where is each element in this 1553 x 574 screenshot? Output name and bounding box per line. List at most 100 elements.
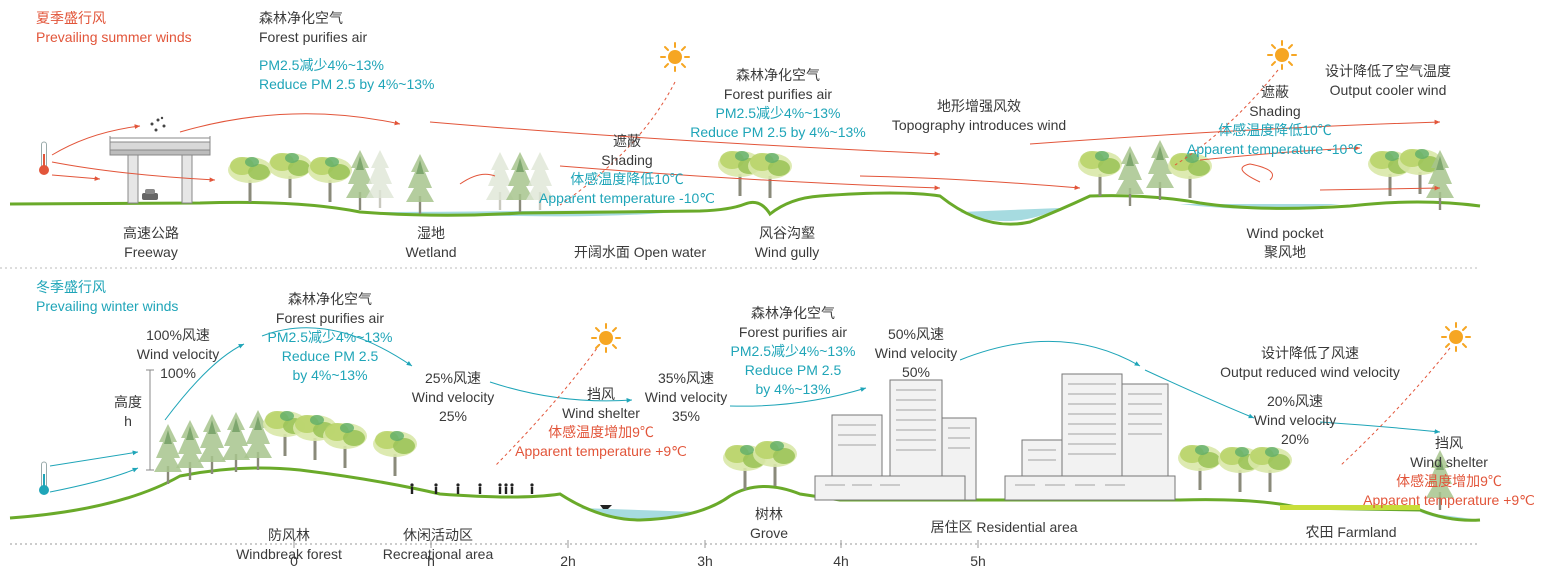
summer-forest-1: 森林净化空气 Forest purifies air PM2.5减少4%~13%…: [259, 9, 435, 94]
winter-wind-title-en: Prevailing winter winds: [36, 298, 179, 314]
winter-velocity-35-cn: 35%风速: [657, 370, 715, 386]
winter-section: [9, 322, 1481, 548]
car-icon: [142, 189, 158, 200]
summer-shading-1-temp-cn: 体感温度降低10℃: [570, 171, 684, 187]
winter-reduced-cn: 设计降低了风速: [1260, 345, 1359, 361]
place-recreational-area: 休闲活动区 Recreational area: [383, 526, 494, 564]
summer-sun-icon-1: [660, 42, 690, 72]
summer-forest-1-en: Forest purifies air: [259, 29, 368, 45]
summer-topography-en: Topography introduces wind: [891, 117, 1067, 133]
winter-forest-1-en: Forest purifies air: [275, 310, 385, 326]
winter-velocity-20-en: Wind velocity: [1253, 412, 1337, 428]
summer-shading-1-cn: 遮蔽: [612, 133, 641, 149]
winter-shelter-2-temp-en: Apparent temperature +9℃: [1363, 492, 1535, 508]
winter-shelter-1: 挡风 Wind shelter 体感温度增加9℃ Apparent temper…: [515, 385, 687, 461]
summer-forest-2-pm-en: Reduce PM 2.5 by 4%~13%: [690, 124, 866, 140]
place-residential-area: 居住区 Residential area: [930, 519, 1078, 535]
winter-wind-arrows: [49, 327, 1441, 493]
building-windows: [825, 383, 1162, 486]
summer-gully-water: [960, 208, 1060, 222]
axis-tick-2h: 2h: [560, 553, 576, 569]
winter-forest-2-pm-en-1: Reduce PM 2.5: [744, 362, 842, 378]
winter-velocity-100-en: Wind velocity: [136, 346, 220, 362]
place-freeway-en: Freeway: [124, 244, 178, 260]
place-freeway: 高速公路 Freeway: [123, 224, 179, 262]
winter-velocity-20-pct: 20%: [1280, 431, 1310, 447]
winter-velocity-35-en: Wind velocity: [644, 389, 728, 405]
winter-height-sym: h: [124, 413, 132, 429]
winter-shelter-1-en: Wind shelter: [562, 405, 640, 421]
winter-reduced-en: Output reduced wind velocity: [1220, 364, 1400, 380]
winter-velocity-20: 20%风速 Wind velocity 20%: [1254, 392, 1336, 449]
place-windbreak-cn: 防风林: [267, 527, 310, 543]
place-wetland-cn: 湿地: [416, 225, 445, 241]
winter-velocity-35: 35%风速 Wind velocity 35%: [645, 369, 727, 426]
place-wind-gully-en: Wind gully: [754, 244, 820, 260]
particles-icon: [150, 116, 166, 132]
summer-forest-1-pm-cn: PM2.5减少4%~13%: [259, 57, 384, 73]
summer-shading-2-cn: 遮蔽: [1260, 84, 1289, 100]
winter-velocity-50-en: Wind velocity: [874, 345, 958, 361]
winter-velocity-100-cn: 100%风速: [146, 327, 210, 343]
summer-section: [9, 40, 1481, 226]
winter-forest-1-pm-en-1: Reduce PM 2.5: [281, 348, 379, 364]
winter-velocity-100: 100%风速 Wind velocity 100%: [137, 326, 219, 383]
place-windbreak-forest: 防风林 Windbreak forest: [236, 526, 342, 564]
place-wetland-en: Wetland: [405, 244, 457, 260]
summer-shading-2: 遮蔽 Shading 体感温度降低10℃ Apparent temperatur…: [1187, 83, 1363, 159]
winter-forest-1-pm-en-2: by 4%~13%: [292, 367, 368, 383]
winter-sun-icon-1: [591, 323, 621, 353]
summer-shading-2-en: Shading: [1249, 103, 1301, 119]
summer-forest-2-pm-cn: PM2.5减少4%~13%: [715, 105, 841, 121]
winter-thermometer-icon: [38, 461, 50, 496]
winter-height-cn: 高度: [114, 394, 142, 410]
summer-sun-icon-2: [1267, 40, 1297, 70]
place-wind-gully-cn: 风谷沟壑: [759, 225, 815, 241]
place-wind-pocket-en: Wind pocket: [1246, 225, 1324, 241]
winter-shelter-2-cn: 挡风: [1435, 435, 1463, 451]
place-recreational-en: Recreational area: [382, 546, 494, 562]
winter-forest-1: 森林净化空气 Forest purifies air PM2.5减少4%~13%…: [268, 290, 393, 385]
winter-height-label: 高度 h: [114, 393, 142, 431]
summer-wind-arrows: [51, 69, 1441, 206]
winter-velocity-100-pct: 100%: [160, 365, 196, 381]
place-wind-gully: 风谷沟壑 Wind gully: [755, 224, 820, 262]
summer-ground-line: [9, 191, 1481, 226]
summer-cooler-en: Output cooler wind: [1329, 82, 1447, 98]
summer-shading-1-temp-en: Apparent temperature -10℃: [538, 190, 716, 206]
winter-wind-title-cn: 冬季盛行风: [36, 279, 106, 295]
place-recreational-cn: 休闲活动区: [402, 527, 473, 543]
summer-forest-2-cn: 森林净化空气: [736, 67, 820, 83]
place-grove-cn: 树林: [755, 506, 783, 522]
summer-shading-1: 遮蔽 Shading 体感温度降低10℃ Apparent temperatur…: [539, 132, 715, 208]
winter-shelter-1-temp-en: Apparent temperature +9℃: [515, 443, 687, 459]
winter-velocity-25-cn: 25%风速: [424, 370, 482, 386]
axis-tick-5h: 5h: [970, 553, 986, 569]
winter-forest-2-pm-en-2: by 4%~13%: [755, 381, 831, 397]
place-windbreak-en: Windbreak forest: [236, 546, 342, 562]
winter-shelter-2: 挡风 Wind shelter 体感温度增加9℃ Apparent temper…: [1363, 434, 1535, 510]
winter-sun-icon-2: [1441, 322, 1471, 352]
summer-forest-2: 森林净化空气 Forest purifies air PM2.5减少4%~13%…: [690, 66, 866, 142]
axis-tick-3h: 3h: [697, 553, 713, 569]
freeway-bridge: [109, 136, 211, 204]
winter-velocity-50: 50%风速 Wind velocity 50%: [875, 325, 957, 382]
winter-reduced: 设计降低了风速 Output reduced wind velocity: [1220, 344, 1400, 382]
place-freeway-cn: 高速公路: [123, 225, 179, 241]
boat-icon: [600, 505, 612, 509]
summer-wind-title: 夏季盛行风 Prevailing summer winds: [36, 9, 192, 47]
winter-velocity-50-pct: 50%: [901, 364, 931, 380]
place-wind-pocket: Wind pocket 聚风地: [1246, 224, 1323, 262]
winter-shelter-2-temp-cn: 体感温度增加9℃: [1396, 473, 1502, 489]
winter-shelter-1-temp-cn: 体感温度增加9℃: [548, 424, 654, 440]
summer-cooler-cn: 设计降低了空气温度: [1325, 63, 1451, 79]
axis-tick-0: 0: [290, 553, 298, 569]
summer-topography-cn: 地形增强风效: [937, 98, 1021, 114]
winter-forest-2: 森林净化空气 Forest purifies air PM2.5减少4%~13%…: [731, 304, 856, 399]
place-wetland: 湿地 Wetland: [405, 224, 456, 262]
summer-forest-2-en: Forest purifies air: [723, 86, 833, 102]
winter-forest-2-pm-cn: PM2.5减少4%~13%: [730, 343, 856, 359]
place-grove: 树林 Grove: [750, 505, 788, 543]
summer-forest-1-pm-en: Reduce PM 2.5 by 4%~13%: [259, 76, 435, 92]
